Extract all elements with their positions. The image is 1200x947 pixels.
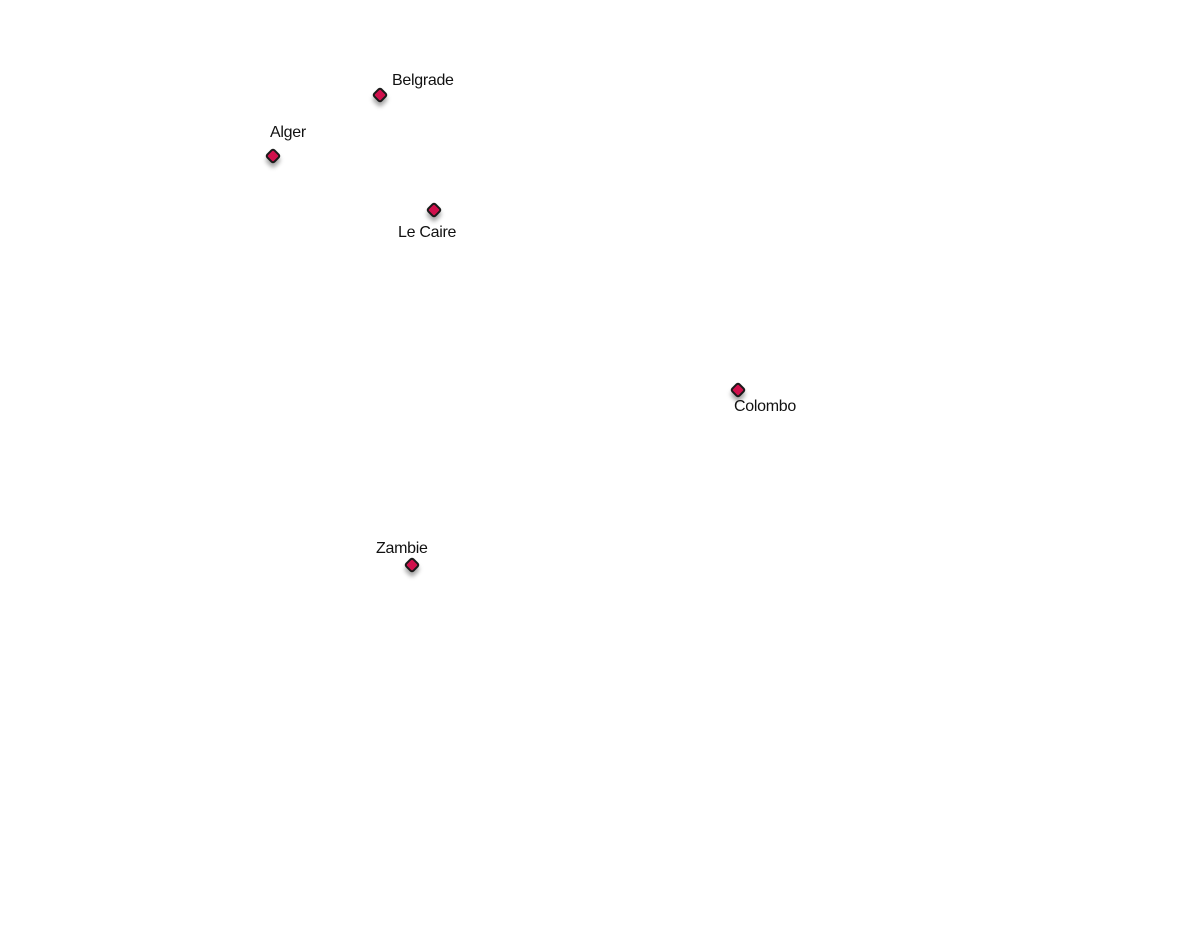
diamond-marker-icon xyxy=(264,147,282,165)
place-label-zambie: Zambie xyxy=(376,540,428,557)
place-label-le-caire: Le Caire xyxy=(398,224,457,241)
diamond-marker-icon xyxy=(371,86,389,104)
place-label-alger: Alger xyxy=(270,124,306,141)
diamond-marker-icon xyxy=(403,556,421,574)
diamond-marker-icon xyxy=(729,381,747,399)
diamond-marker-icon xyxy=(425,201,443,219)
place-label-colombo: Colombo xyxy=(734,398,796,415)
place-label-belgrade: Belgrade xyxy=(392,72,454,89)
